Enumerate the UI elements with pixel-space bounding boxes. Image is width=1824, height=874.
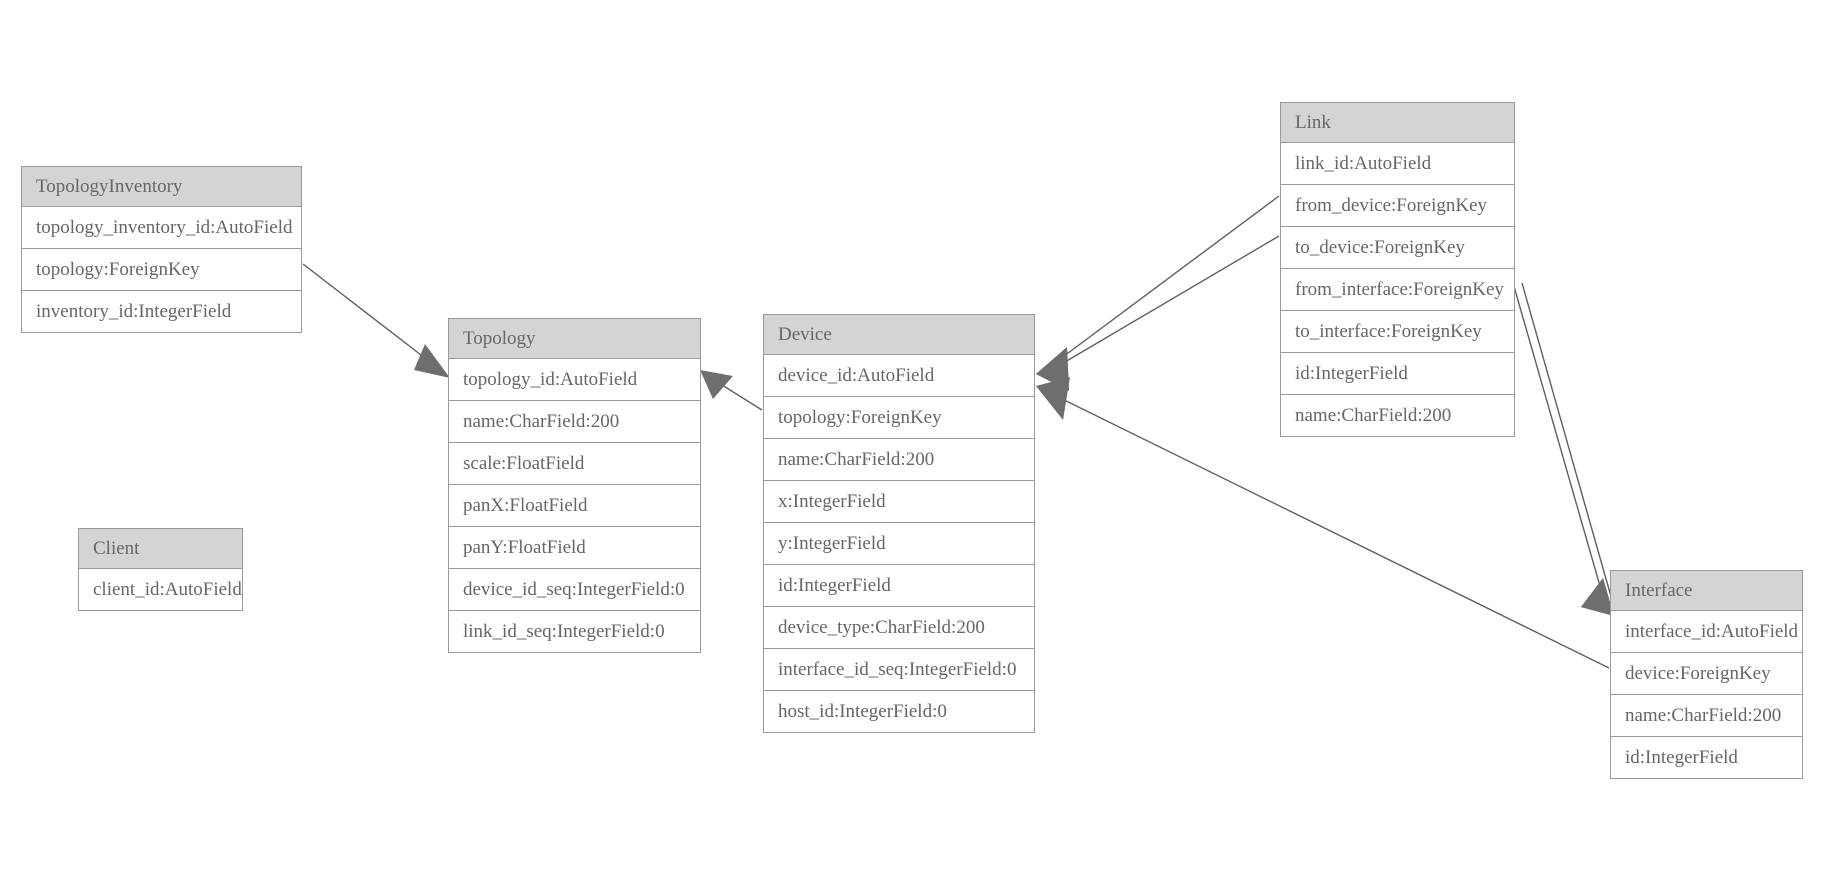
- relationship-device-topology: [700, 370, 763, 411]
- entity-field[interactable]: device_id_seq:IntegerField:0: [449, 568, 700, 610]
- entity-field[interactable]: topology_inventory_id:AutoField: [22, 207, 301, 248]
- entity-field[interactable]: name:CharField:200: [449, 400, 700, 442]
- relationship-link-to-device: [1036, 235, 1280, 391]
- entity-field[interactable]: name:CharField:200: [764, 438, 1034, 480]
- entity-field[interactable]: device:ForeignKey: [1611, 652, 1802, 694]
- entity-field[interactable]: device_id:AutoField: [764, 355, 1034, 396]
- entity-field[interactable]: scale:FloatField: [449, 442, 700, 484]
- entity-field[interactable]: topology:ForeignKey: [22, 248, 301, 290]
- entity-title-link: Link: [1281, 103, 1514, 143]
- entity-title-topology_inventory: TopologyInventory: [22, 167, 301, 207]
- entity-field[interactable]: host_id:IntegerField:0: [764, 690, 1034, 732]
- entity-field[interactable]: link_id_seq:IntegerField:0: [449, 610, 700, 652]
- entity-field[interactable]: id:IntegerField: [1281, 352, 1514, 394]
- entity-field[interactable]: id:IntegerField: [1611, 736, 1802, 778]
- entity-title-client: Client: [79, 529, 242, 569]
- entity-field[interactable]: topology_id:AutoField: [449, 359, 700, 400]
- entity-field[interactable]: from_device:ForeignKey: [1281, 184, 1514, 226]
- entity-field[interactable]: interface_id:AutoField: [1611, 611, 1802, 652]
- entity-field[interactable]: to_interface:ForeignKey: [1281, 310, 1514, 352]
- relationship-topologyinventory-topology: [302, 263, 450, 378]
- entity-title-device: Device: [764, 315, 1034, 355]
- entity-field[interactable]: name:CharField:200: [1611, 694, 1802, 736]
- entity-field[interactable]: device_type:CharField:200: [764, 606, 1034, 648]
- entity-title-topology: Topology: [449, 319, 700, 359]
- entity-field[interactable]: to_device:ForeignKey: [1281, 226, 1514, 268]
- relationship-link-from-device: [1036, 195, 1280, 391]
- entity-field[interactable]: interface_id_seq:IntegerField:0: [764, 648, 1034, 690]
- entity-fields-client: client_id:AutoField: [79, 569, 242, 610]
- entity-field[interactable]: topology:ForeignKey: [764, 396, 1034, 438]
- entity-field[interactable]: panY:FloatField: [449, 526, 700, 568]
- entity-field[interactable]: link_id:AutoField: [1281, 143, 1514, 184]
- entity-field[interactable]: from_interface:ForeignKey: [1281, 268, 1514, 310]
- relationship-link-from-interface: [1512, 282, 1614, 616]
- entity-field[interactable]: y:IntegerField: [764, 522, 1034, 564]
- entity-field[interactable]: id:IntegerField: [764, 564, 1034, 606]
- entity-field[interactable]: x:IntegerField: [764, 480, 1034, 522]
- entity-field[interactable]: name:CharField:200: [1281, 394, 1514, 436]
- entity-title-interface: Interface: [1611, 571, 1802, 611]
- entity-field[interactable]: panX:FloatField: [449, 484, 700, 526]
- entity-field[interactable]: inventory_id:IntegerField: [22, 290, 301, 332]
- entity-field[interactable]: client_id:AutoField: [79, 569, 242, 610]
- relationship-link-to-interface: [1521, 282, 1614, 616]
